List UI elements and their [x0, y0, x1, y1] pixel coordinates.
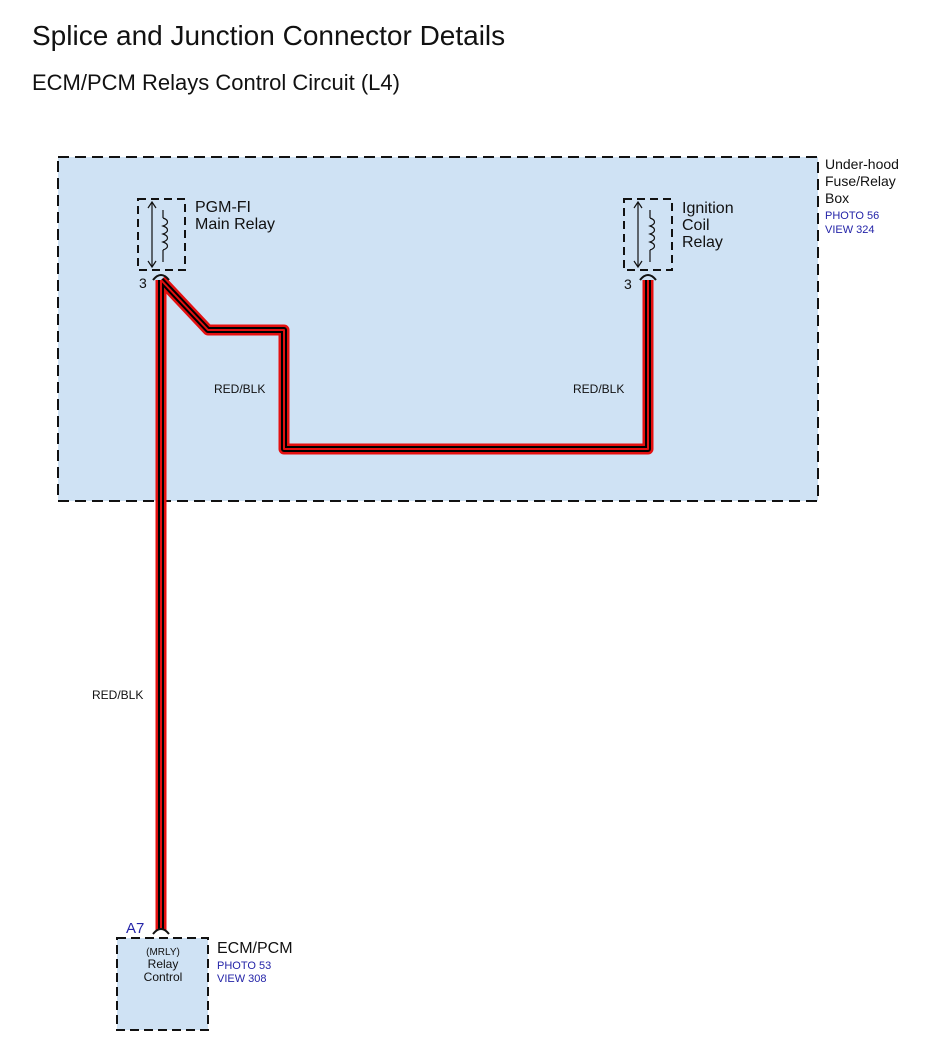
ecm-func-line-1: (MRLY) — [146, 947, 180, 958]
coil-relay-name-line-3: Relay — [682, 234, 723, 251]
main-relay-name-line-1: PGM-FI — [195, 199, 251, 216]
ecm-pcm-box — [116, 937, 209, 1031]
page-title: Splice and Junction Connector Details — [32, 20, 506, 51]
coil-relay-symbol — [623, 198, 673, 271]
ecm-name: ECM/PCM — [217, 940, 293, 957]
ecm-pin: A7 — [126, 920, 144, 937]
red-blk-wire — [155, 276, 654, 930]
fuse-box-name-line-3: Box — [825, 190, 849, 206]
coil-relay-terminal — [639, 274, 657, 281]
page-subtitle: ECM/PCM Relays Control Circuit (L4) — [32, 70, 400, 95]
ecm-func-line-3: Control — [144, 970, 183, 984]
wire-color-lower: RED/BLK — [92, 688, 143, 702]
coil-relay-name-line-2: Coil — [682, 217, 710, 234]
wire-color-left-upper: RED/BLK — [214, 382, 265, 396]
main-relay-symbol — [137, 198, 186, 271]
wire-color-right-upper: RED/BLK — [573, 382, 624, 396]
main-relay-pin: 3 — [139, 275, 147, 291]
ecm-func-line-2: Relay — [148, 957, 179, 971]
fuse-box-name-line-2: Fuse/Relay — [825, 173, 896, 189]
main-relay-terminal — [152, 274, 170, 281]
ecm-photo-ref: PHOTO 53 — [217, 960, 271, 972]
fuse-box-view-ref: VIEW 324 — [825, 224, 875, 236]
coil-relay-name-line-1: Ignition — [682, 200, 734, 217]
fuse-box-name-line-1: Under-hood — [825, 156, 899, 172]
ecm-view-ref: VIEW 308 — [217, 973, 267, 985]
main-relay-name-line-2: Main Relay — [195, 216, 275, 233]
coil-relay-pin: 3 — [624, 276, 632, 292]
ecm-terminal — [152, 928, 170, 935]
fuse-box-photo-ref: PHOTO 56 — [825, 210, 879, 222]
